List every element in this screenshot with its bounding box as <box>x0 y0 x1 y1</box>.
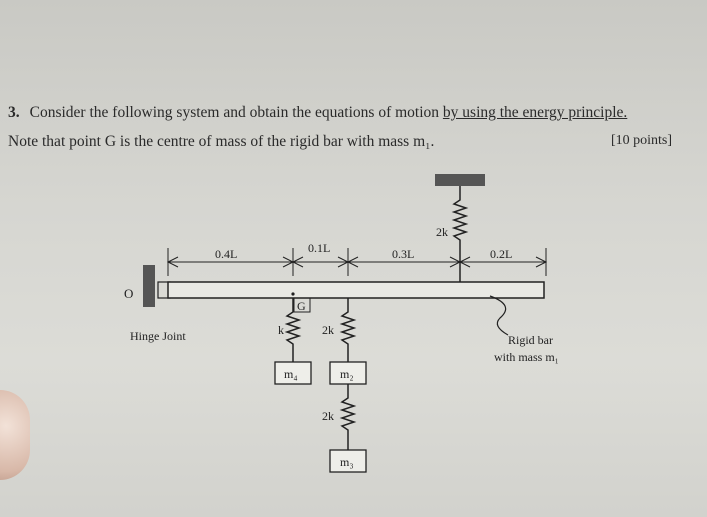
question-line-2: Note that point G is the centre of mass … <box>8 133 435 150</box>
question-number: 3. <box>8 104 20 121</box>
lower-spring-label: 2k <box>322 409 334 423</box>
spring-k-label: k <box>278 323 284 337</box>
points-label: [10 points] <box>610 133 672 148</box>
question-text: Consider the following system and obtain… <box>29 104 443 121</box>
top-support <box>435 174 485 186</box>
spring-k <box>284 298 302 362</box>
wall-support <box>143 265 155 307</box>
mass-m4 <box>274 361 312 385</box>
mass-m3 <box>329 449 367 473</box>
dimension-0-2l: 0.2L <box>490 247 512 261</box>
hinge-label: Hinge Joint <box>130 329 186 343</box>
finger-image <box>0 390 30 480</box>
spring-2k-label: 2k <box>322 323 334 337</box>
energy-principle-text: by using the energy principle. <box>442 104 628 121</box>
question-line-1: 3. Consider the following system and obta… <box>8 104 627 122</box>
rigid-bar-label: Rigid bar <box>508 333 553 347</box>
center-of-mass-dot <box>291 292 295 296</box>
spring-2k <box>339 298 357 362</box>
dimension-0-4l: 0.4L <box>215 247 237 261</box>
pivot-label: O <box>124 286 133 301</box>
lower-spring-2k <box>339 384 357 450</box>
dimension-0-1l: 0.1L <box>308 241 330 255</box>
dimension-0-3l: 0.3L <box>392 247 414 261</box>
top-spring-label: 2k <box>436 225 448 239</box>
top-spring <box>451 186 469 282</box>
mass-m4-label: m₄ <box>284 367 298 381</box>
rigid-bar-leader <box>489 295 509 336</box>
center-of-mass-label: G <box>297 299 306 313</box>
rigid-bar <box>167 281 545 299</box>
rigid-bar-mass-label: with mass m₁ <box>494 350 559 364</box>
mass-m3-label: m₃ <box>340 455 354 469</box>
center-of-mass-box <box>293 297 311 313</box>
mass-m2-label: m₂ <box>340 367 354 381</box>
dimension-lines <box>166 248 548 276</box>
